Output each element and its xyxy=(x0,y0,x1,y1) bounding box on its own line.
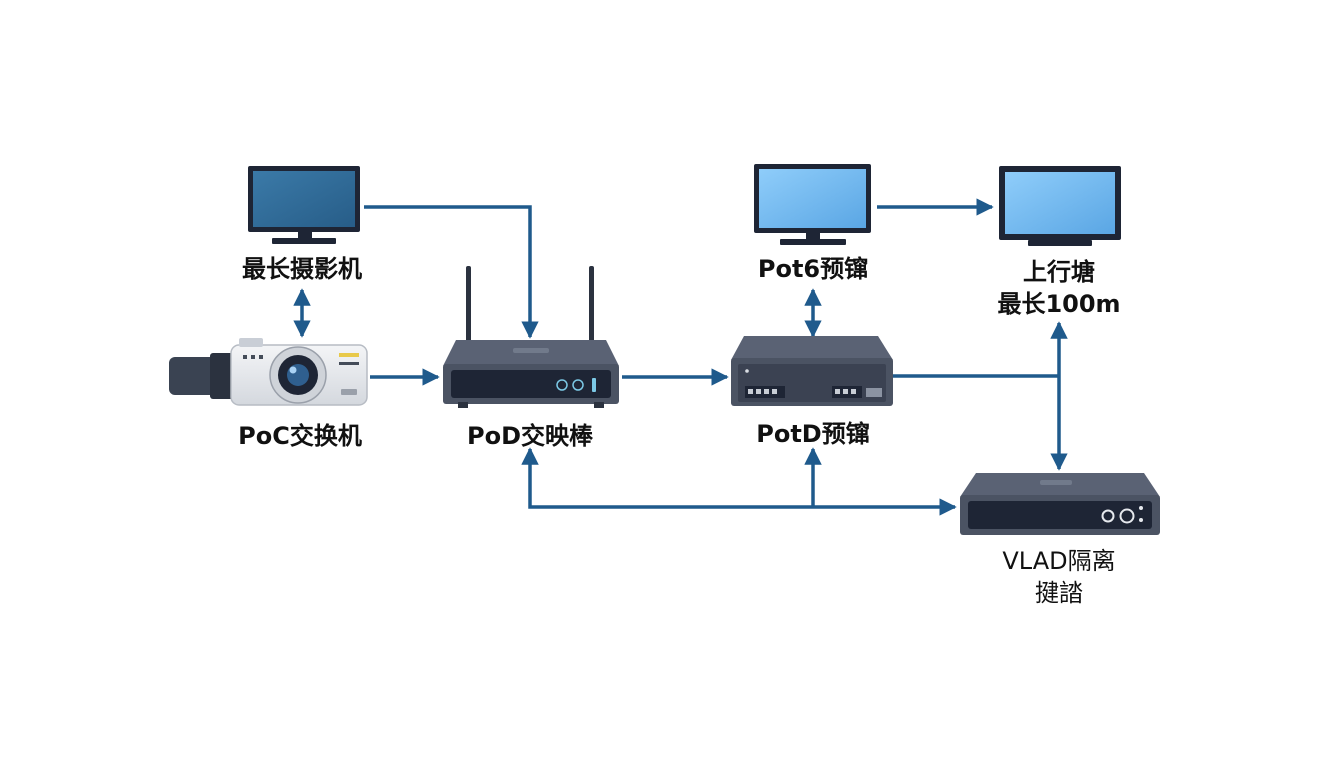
monitor-left-icon xyxy=(248,166,360,244)
switch-icon xyxy=(731,336,893,406)
connector-bottom-to-router xyxy=(521,447,812,509)
monitor-left-label: 最长摄影机 xyxy=(242,255,362,283)
switch-label: PotD预镩 xyxy=(756,420,870,448)
vlan-box-label: VLAD隔离 揵誻 xyxy=(1002,545,1115,609)
connector-monitor-left-to-router xyxy=(364,205,539,339)
camera-icon xyxy=(169,338,368,406)
monitor-right-icon xyxy=(999,166,1121,246)
router-label: PoD交映棒 xyxy=(467,422,593,450)
camera-label: PoC交换机 xyxy=(238,422,362,450)
connectors xyxy=(293,198,1068,516)
router-icon xyxy=(443,266,619,408)
monitor-middle-icon xyxy=(754,164,871,245)
vlan-box-label-line2: 揵誻 xyxy=(1035,579,1083,607)
monitor-right-label: 上行塘 最长100m xyxy=(997,256,1120,320)
vlan-box-label-line1: VLAD隔离 xyxy=(1002,547,1116,575)
monitor-right-label-line2: 最长100m xyxy=(997,290,1121,318)
monitor-middle-label: Pot6预镩 xyxy=(757,255,869,283)
monitor-right-label-line1: 上行塘 xyxy=(1022,258,1095,286)
vlan-box-icon xyxy=(960,473,1160,535)
